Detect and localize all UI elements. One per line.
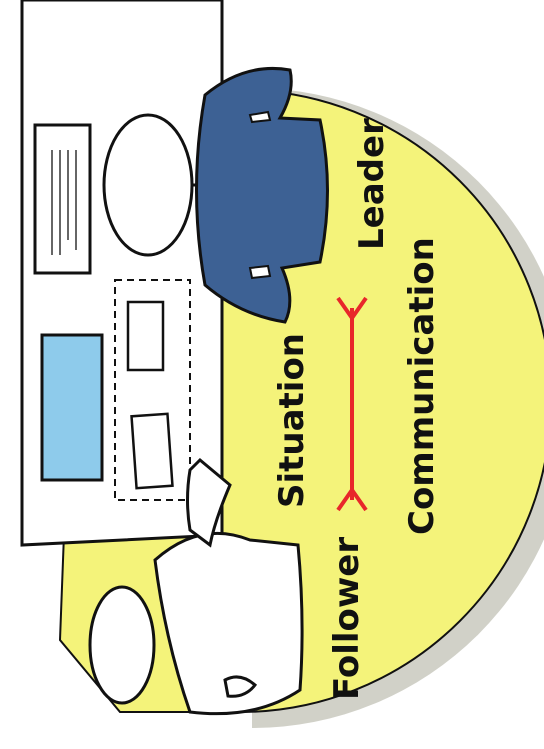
follower-label: Follower xyxy=(327,537,367,700)
leader-hand-top xyxy=(250,112,270,122)
situation-label: Situation xyxy=(272,333,312,508)
whiteboard-screen xyxy=(42,335,102,480)
whiteboard-card xyxy=(35,125,90,273)
frame-box-bottom xyxy=(132,414,173,488)
leader-hand-bottom xyxy=(250,266,270,278)
leader-head xyxy=(104,115,192,255)
communication-label: Communication xyxy=(402,237,442,535)
follower-head xyxy=(90,587,154,703)
leader-label: Leader xyxy=(352,118,392,250)
frame-box-top xyxy=(128,302,163,370)
